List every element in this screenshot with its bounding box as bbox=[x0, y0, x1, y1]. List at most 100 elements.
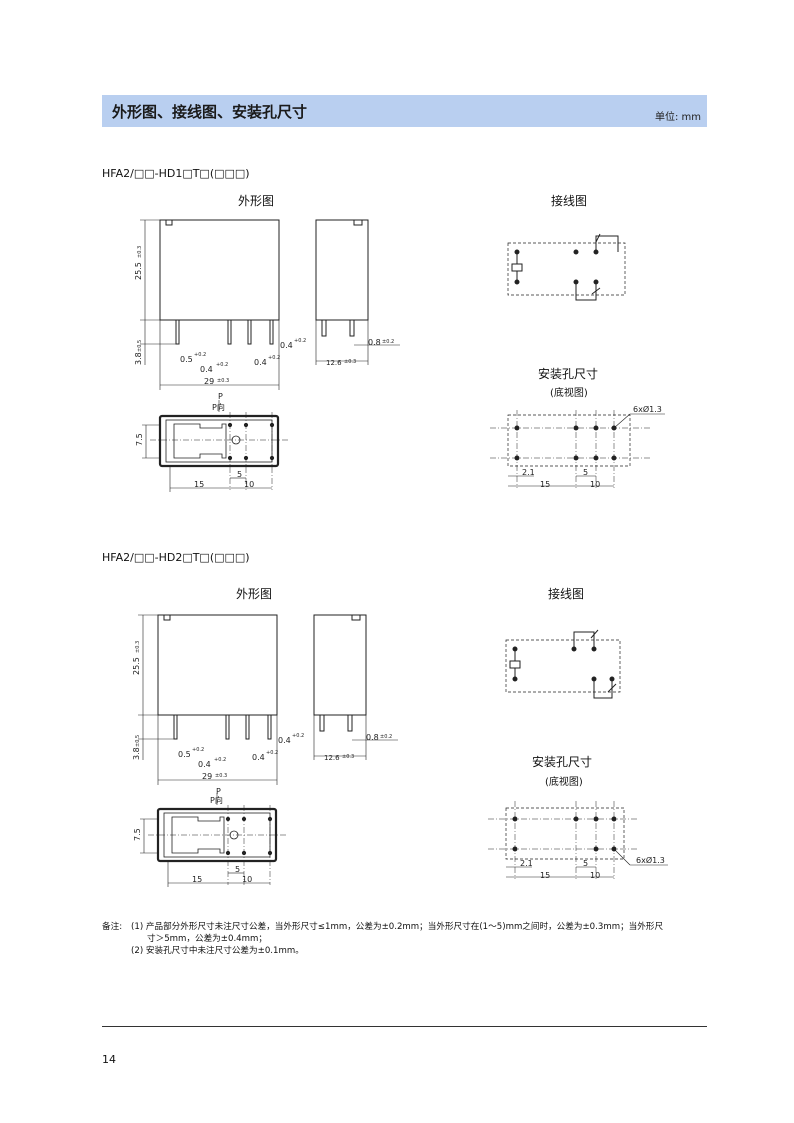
svg-text:0.4: 0.4 bbox=[278, 736, 291, 745]
page-number: 14 bbox=[102, 1053, 116, 1066]
svg-text:±0.3: ±0.3 bbox=[137, 246, 143, 258]
svg-text:P向: P向 bbox=[210, 795, 223, 805]
svg-text:6xØ1.3: 6xØ1.3 bbox=[636, 855, 665, 865]
dim-width-tol-2: ±0.3 bbox=[215, 773, 227, 779]
svg-text:+0.2: +0.2 bbox=[194, 352, 206, 358]
dim-pinlen-1: 3.8 bbox=[134, 352, 143, 365]
svg-text:29: 29 bbox=[204, 377, 214, 386]
mounting-title-1: 安装孔尺寸 bbox=[538, 367, 599, 381]
notes-label: 备注: bbox=[102, 922, 123, 932]
svg-text:2.1: 2.1 bbox=[522, 468, 535, 477]
svg-text:7.5: 7.5 bbox=[133, 828, 142, 841]
wiring-title-1: 接线图 bbox=[551, 194, 588, 208]
svg-text:12.6: 12.6 bbox=[326, 359, 342, 367]
outline-title-2: 外形图 bbox=[236, 587, 273, 601]
dim-height-1: 25.5 bbox=[134, 262, 143, 280]
mounting-holes-drawing-2: 6xØ1.3 2.1 15 5 10 bbox=[488, 801, 668, 880]
svg-text:3.8: 3.8 bbox=[132, 747, 141, 760]
dim-b5-1: 5 bbox=[237, 470, 242, 479]
svg-text:0.4: 0.4 bbox=[280, 341, 293, 350]
footer-divider bbox=[102, 1026, 707, 1027]
p-direction-1: P向 bbox=[212, 402, 225, 412]
dim-sidepin-2: 0.8 bbox=[366, 733, 379, 742]
svg-text:15: 15 bbox=[540, 871, 550, 880]
svg-text:0.8: 0.8 bbox=[366, 733, 379, 742]
dim-depth-2: 12.6 bbox=[324, 754, 340, 762]
svg-text:±0.5: ±0.5 bbox=[137, 340, 143, 352]
dim-depth-tol-2: ±0.3 bbox=[342, 754, 354, 760]
svg-text:+0.2: +0.2 bbox=[292, 733, 304, 739]
side-outline-drawing-2: 12.6 ±0.3 0.8 ±0.2 bbox=[313, 614, 398, 762]
svg-text:0.4: 0.4 bbox=[252, 753, 265, 762]
dim-sidepin-tol-1: ±0.2 bbox=[382, 339, 394, 345]
note-line-2: (2) 安装孔尺寸中未注尺寸公差为±0.1mm。 bbox=[131, 946, 304, 956]
svg-text:0.4: 0.4 bbox=[254, 358, 267, 367]
svg-text:2.1: 2.1 bbox=[520, 859, 533, 868]
p-mark-1: P bbox=[218, 392, 223, 401]
svg-text:P向: P向 bbox=[212, 402, 225, 412]
svg-text:+0.2: +0.2 bbox=[216, 362, 228, 368]
svg-text:25.5: 25.5 bbox=[132, 657, 141, 675]
hole-10-1: 10 bbox=[590, 480, 600, 489]
dim-b10-1: 10 bbox=[244, 480, 254, 489]
dim-pinlen-tol-1: ±0.5 bbox=[137, 340, 143, 352]
section-header-bar: 外形图、接线图、安装孔尺寸 单位: mm bbox=[102, 95, 707, 127]
hole-15-1: 15 bbox=[540, 480, 550, 489]
svg-text:10: 10 bbox=[590, 871, 600, 880]
dim-pinlen-tol-2: ±0.5 bbox=[135, 735, 141, 747]
front-outline-drawing-1: 25.5 ±0.3 3.8 ±0.5 0.5 +0.2 0.4 +0.2 0.4… bbox=[134, 219, 306, 401]
svg-text:12.6: 12.6 bbox=[324, 754, 340, 762]
unit-label: 单位: mm bbox=[654, 112, 701, 123]
wiring-diagram-1 bbox=[507, 233, 626, 301]
svg-text:±0.2: ±0.2 bbox=[380, 734, 392, 740]
dim-b15-2: 15 bbox=[192, 875, 202, 884]
hole-5-1: 5 bbox=[583, 468, 588, 477]
dim-b5-2: 5 bbox=[235, 865, 240, 874]
dim-tolplus-1b: +0.2 bbox=[216, 362, 228, 368]
dim-pinw1-2: 0.5 bbox=[178, 750, 191, 759]
svg-text:+0.2: +0.2 bbox=[268, 355, 280, 361]
p-direction-2: P向 bbox=[210, 795, 223, 805]
svg-text:5: 5 bbox=[237, 470, 242, 479]
svg-text:10: 10 bbox=[590, 480, 600, 489]
svg-text:3.8: 3.8 bbox=[134, 352, 143, 365]
svg-text:0.5: 0.5 bbox=[178, 750, 191, 759]
hole-21-1: 2.1 bbox=[522, 468, 535, 477]
svg-text:7.5: 7.5 bbox=[135, 433, 144, 446]
svg-text:±0.3: ±0.3 bbox=[342, 754, 354, 760]
model-code-hd2: HFA2/□□-HD2□T□(□□□) bbox=[102, 551, 250, 564]
svg-text:25.5: 25.5 bbox=[134, 262, 143, 280]
dim-sidepin-tol-2: ±0.2 bbox=[380, 734, 392, 740]
dim-tolplus-2c: +0.2 bbox=[266, 750, 278, 756]
wiring-title-2: 接线图 bbox=[548, 587, 585, 601]
svg-text:+0.2: +0.2 bbox=[214, 757, 226, 763]
dim-tolplus-1d: +0.2 bbox=[294, 338, 306, 344]
svg-text:6xØ1.3: 6xØ1.3 bbox=[633, 404, 662, 414]
section-title: 外形图、接线图、安装孔尺寸 bbox=[112, 103, 308, 121]
mounting-holes-drawing-1: 6xØ1.3 2.1 15 5 10 bbox=[490, 404, 665, 489]
outline-title-1: 外形图 bbox=[238, 194, 275, 208]
dim-tolplus-1c: +0.2 bbox=[268, 355, 280, 361]
svg-text:5: 5 bbox=[235, 865, 240, 874]
svg-text:+0.2: +0.2 bbox=[266, 750, 278, 756]
dim-sidepin-1: 0.8 bbox=[368, 338, 381, 347]
svg-text:15: 15 bbox=[194, 480, 204, 489]
wiring-diagram-2 bbox=[505, 629, 621, 699]
note-line-1-cont: 寸＞5mm，公差为±0.4mm； bbox=[147, 934, 267, 944]
svg-text:29: 29 bbox=[202, 772, 212, 781]
dim-pinw1-1: 0.5 bbox=[180, 355, 193, 364]
note-line-1: (1) 产品部分外形尺寸未注尺寸公差，当外形尺寸≤1mm，公差为±0.2mm；当… bbox=[131, 922, 664, 932]
dim-depth-tol-1: ±0.3 bbox=[344, 359, 356, 365]
hole-21-2: 2.1 bbox=[520, 859, 533, 868]
dim-width-2: 29 bbox=[202, 772, 212, 781]
dim-pinw3-2: 0.4 bbox=[252, 753, 265, 762]
dim-width-1: 29 bbox=[204, 377, 214, 386]
p-mark-2: P bbox=[216, 787, 221, 796]
svg-text:+0.2: +0.2 bbox=[192, 747, 204, 753]
svg-text:0.8: 0.8 bbox=[368, 338, 381, 347]
front-outline-drawing-2: 25.5 ±0.3 3.8 ±0.5 0.5 +0.2 0.4 +0.2 0.4… bbox=[132, 614, 304, 796]
svg-text:P: P bbox=[216, 787, 221, 796]
mounting-title-2: 安装孔尺寸 bbox=[532, 755, 593, 769]
svg-text:+0.2: +0.2 bbox=[294, 338, 306, 344]
bottom-view-drawing-1: 7.5 P向 5 15 10 bbox=[135, 400, 290, 492]
